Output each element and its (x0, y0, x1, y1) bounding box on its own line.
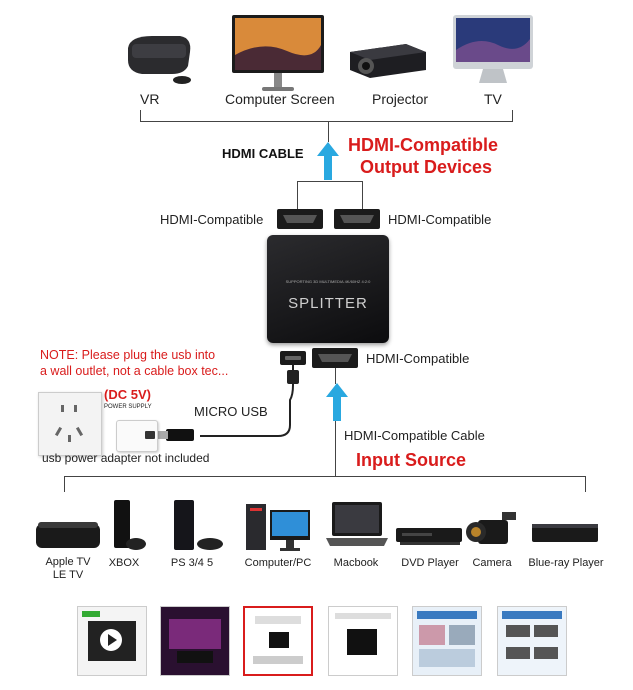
projector-icon (350, 44, 426, 78)
wall-outlet-icon (38, 392, 102, 456)
playstation-icon (174, 500, 223, 550)
note-line2: a wall outlet, not a cable box tec... (40, 364, 229, 378)
micro-usb-label: MICRO USB (194, 404, 268, 419)
input-cable-label: HDMI-Compatible Cable (344, 428, 485, 443)
thumbnail-1[interactable] (77, 606, 147, 676)
micro-usb-port (280, 351, 306, 365)
input-label-pc: Computer/PC (244, 557, 312, 569)
vr-headset-icon (128, 36, 191, 84)
thumbnail-2[interactable] (160, 606, 230, 676)
up-arrow-input (326, 383, 348, 421)
thumbnail-6[interactable] (497, 606, 567, 676)
tv-icon (453, 15, 533, 83)
output-label-vr: VR (140, 91, 160, 107)
input-label-bluray: Blue-ray Player (528, 557, 604, 569)
thumbnail-3-selected[interactable] (243, 606, 313, 676)
thumbnail-4[interactable] (328, 606, 398, 676)
input-label-dvd: DVD Player (401, 557, 459, 569)
splitter-label: SPLITTER (288, 295, 368, 312)
hdmi-cable-label: HDMI CABLE (222, 146, 304, 161)
input-label-le-tv: LE TV (52, 569, 84, 581)
input-label-camera: Camera (472, 557, 512, 569)
input-label-ps: PS 3/4 5 (170, 557, 214, 569)
desktop-pc-icon (246, 504, 310, 551)
up-arrow-output (317, 142, 339, 180)
port-label-left: HDMI-Compatible (160, 212, 264, 227)
power-supply-label: POWER SUPPLY (104, 404, 152, 410)
input-label-apple-tv: Apple TV (45, 556, 91, 568)
apple-tv-icon (36, 522, 100, 548)
output-label-computer-screen: Computer Screen (225, 91, 335, 107)
hdmi-output-port-left (277, 209, 323, 229)
input-label-macbook: Macbook (333, 557, 379, 569)
port-label-right: HDMI-Compatible (388, 212, 492, 227)
dvd-player-icon (396, 528, 462, 545)
monitor-icon (232, 15, 324, 91)
video-camera-icon (466, 512, 516, 544)
dc-label: (DC 5V) (104, 387, 151, 402)
adapter-note: usb power adapter not included (42, 451, 210, 465)
thumbnail-5[interactable] (412, 606, 482, 676)
xbox-icon (114, 500, 146, 550)
note-line1: NOTE: Please plug the usb into (40, 348, 216, 362)
splitter-box: SUPPORTING 3D MULTIMEDIA 4K/60HZ 4:2:0 S… (267, 235, 389, 343)
port-label-input: HDMI-Compatible (366, 351, 470, 366)
hdmi-output-port-right (334, 209, 380, 229)
output-label-tv: TV (484, 91, 502, 107)
output-title-line1: HDMI-Compatible (348, 135, 498, 155)
bluray-player-icon (532, 524, 598, 542)
laptop-icon (326, 502, 388, 546)
output-title-line2: Output Devices (360, 157, 493, 177)
input-title: Input Source (356, 450, 467, 470)
output-label-projector: Projector (372, 91, 429, 107)
splitter-fineprint: SUPPORTING 3D MULTIMEDIA 4K/60HZ 4:2:0 (285, 279, 371, 284)
input-label-xbox: XBOX (108, 557, 140, 569)
hdmi-input-port (312, 348, 358, 368)
power-adapter-icon (116, 420, 158, 452)
